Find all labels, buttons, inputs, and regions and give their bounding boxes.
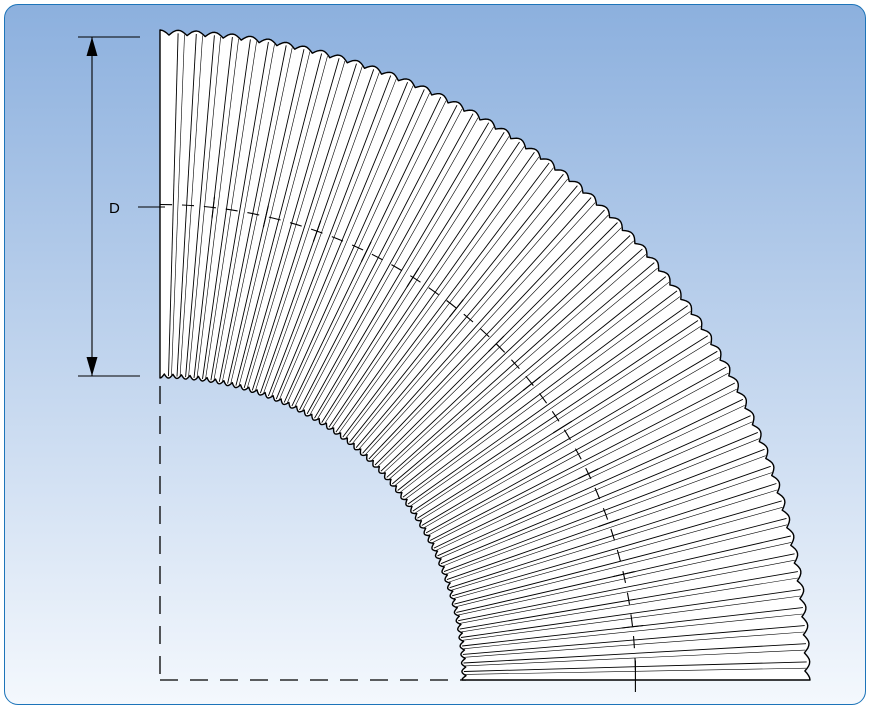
- centerline-dash: [479, 328, 490, 338]
- centerline-tick: [262, 205, 269, 228]
- corrugation-line: [442, 438, 760, 567]
- corrugation-line: [255, 66, 363, 391]
- centerline-dash: [428, 287, 439, 296]
- corrugation-line: [338, 156, 540, 434]
- corrugation-line: [463, 613, 803, 650]
- centerline-dash: [410, 275, 421, 283]
- corrugation-line: [429, 382, 736, 541]
- corrugation-line: [392, 262, 655, 485]
- corrugation-line: [294, 100, 447, 407]
- centerline-dash: [616, 549, 622, 562]
- corrugation-line: [380, 235, 631, 472]
- corrugation-line: [306, 113, 474, 415]
- corrugation-line: [317, 126, 494, 419]
- centerline-dash: [510, 359, 520, 370]
- centerline-tick: [553, 420, 573, 434]
- centerline-dash: [539, 393, 548, 404]
- diameter-dimension: D: [78, 36, 165, 377]
- centerline-tick: [361, 241, 372, 262]
- centerline-tick: [312, 220, 322, 242]
- centerline-tick: [449, 299, 464, 318]
- corrugation-line: [448, 472, 772, 583]
- centerline-tick: [406, 267, 420, 287]
- corrugation-line: [196, 38, 239, 378]
- corrugation-line: [267, 75, 392, 397]
- corrugation-line: [168, 33, 179, 377]
- centerline-dash: [268, 216, 281, 221]
- centerline-dash: [371, 253, 383, 261]
- corrugation-line: [342, 162, 550, 438]
- corrugation-line: [251, 63, 357, 391]
- corrugation-line: [461, 577, 798, 633]
- corrugation-line: [238, 56, 328, 386]
- dimension-arrow-top: [86, 37, 98, 56]
- centerline-dash: [610, 528, 616, 541]
- centerline-dash: [602, 508, 609, 520]
- centerline-dash: [622, 570, 627, 584]
- corrugation-line: [171, 34, 185, 376]
- centerline-dash: [463, 313, 474, 323]
- centerline-tick: [621, 624, 644, 629]
- corrugation-line: [437, 415, 751, 557]
- dimension-label-d: D: [109, 200, 120, 217]
- corrugation-line: [451, 500, 782, 597]
- centerline-dash: [181, 204, 195, 207]
- centerline-dash: [225, 208, 238, 212]
- centerline-dash: [391, 264, 403, 272]
- corrugation-line: [410, 311, 691, 507]
- centerline-dash: [289, 222, 302, 227]
- corrugation-line: [383, 240, 635, 473]
- corrugation-line: [362, 197, 592, 454]
- centerline-dash: [563, 429, 571, 441]
- centerline-tick: [578, 468, 599, 479]
- corrugation-line: [460, 589, 801, 638]
- centerline-dash: [594, 487, 601, 500]
- corrugation-line: [352, 178, 568, 444]
- corrugation-line: [459, 559, 795, 624]
- centerline-dash: [632, 636, 635, 649]
- corrugation-line: [213, 44, 275, 380]
- centerline-tick: [612, 571, 635, 578]
- centerline-dash: [525, 375, 534, 386]
- centerline-tick: [488, 335, 505, 352]
- centerline-dash: [574, 448, 582, 460]
- corrugation-line: [371, 214, 609, 461]
- centerline-dash: [203, 205, 216, 209]
- corrugation-line: [328, 141, 520, 428]
- corrugation-line: [210, 42, 269, 381]
- centerline-tick: [522, 376, 541, 391]
- corrugation-line: [458, 553, 795, 622]
- corrugation-line: [400, 281, 670, 493]
- centerline-dash: [247, 212, 260, 216]
- corrugation-line: [331, 146, 525, 429]
- corrugation-line: [407, 305, 688, 505]
- corrugation-line: [456, 524, 788, 607]
- dimension-arrow-bottom: [86, 357, 98, 376]
- centerline-tick: [598, 518, 620, 528]
- centerline-dash: [331, 236, 344, 242]
- corrugation-line: [432, 388, 737, 543]
- centerline-tick: [211, 196, 216, 219]
- duct-centerline: [159, 196, 644, 692]
- centerline-dash: [626, 592, 631, 605]
- centerline-dash: [351, 244, 364, 251]
- corrugation-line: [185, 35, 215, 378]
- corrugation-line: [463, 643, 807, 664]
- centerline-dash: [551, 410, 560, 422]
- corrugation-line: [279, 85, 414, 400]
- corrugation-line: [424, 357, 720, 528]
